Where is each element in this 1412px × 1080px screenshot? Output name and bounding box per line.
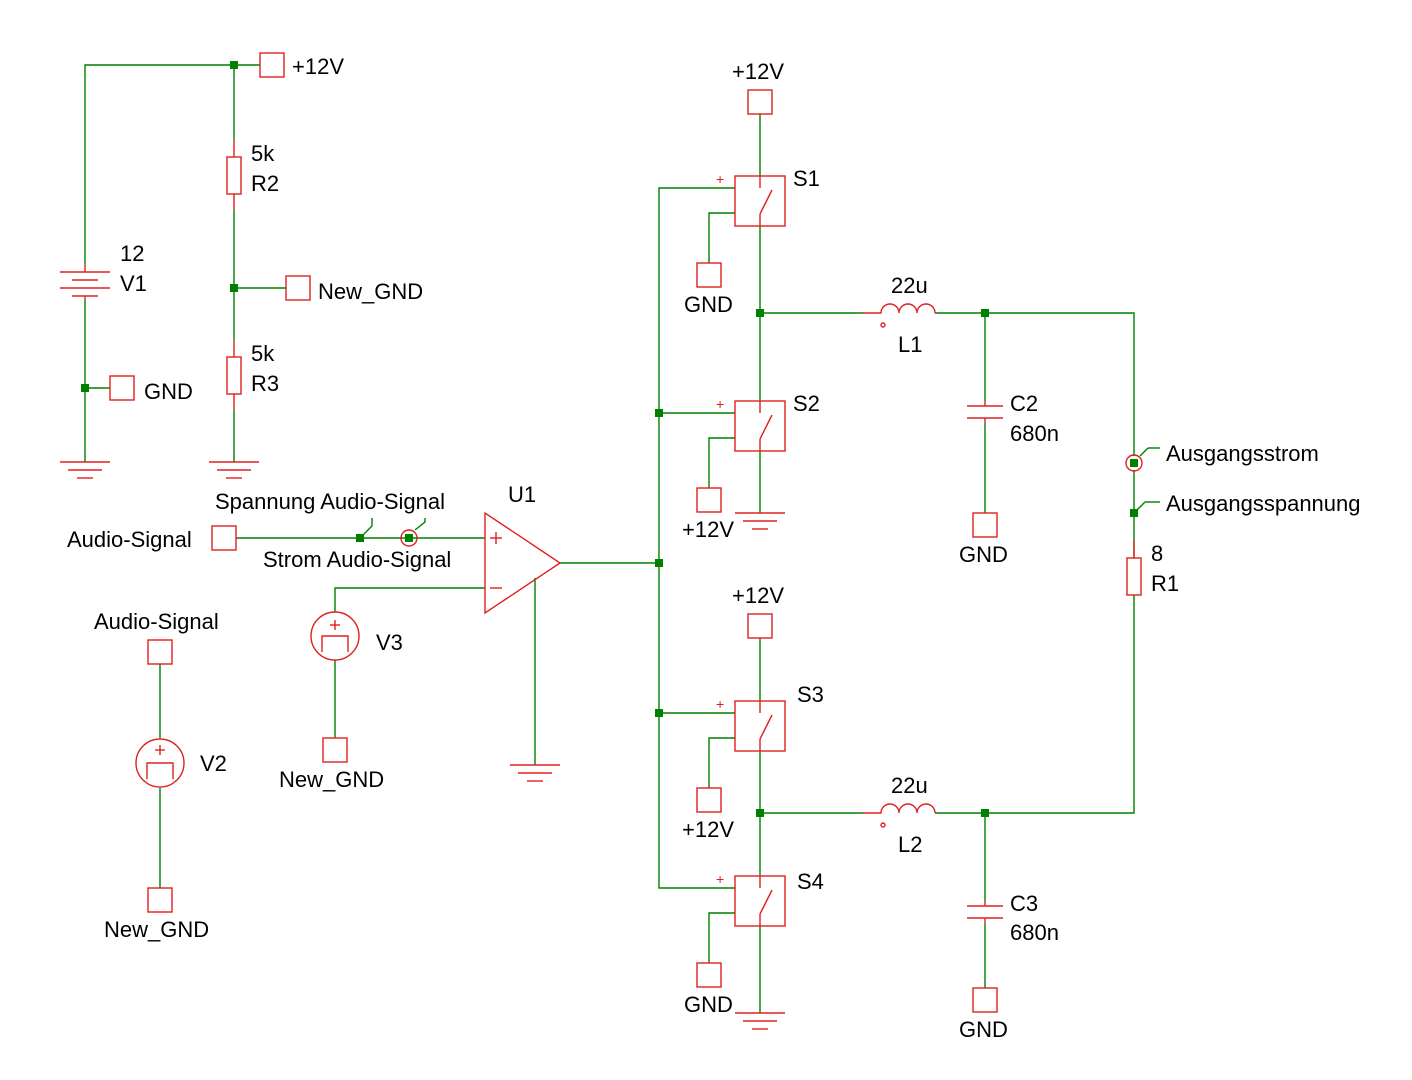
opamp-u1	[484, 511, 562, 615]
wires	[84, 64, 1160, 1013]
label-r3-name: R3	[251, 371, 279, 396]
label-v2: V2	[200, 751, 227, 776]
switch-s1	[734, 175, 786, 227]
capacitor-c2	[967, 401, 1003, 424]
label-l1-name: L1	[898, 332, 922, 357]
label-v1-name: V1	[120, 271, 147, 296]
s3-plus: +	[716, 696, 724, 712]
ground-symbol-r3	[209, 461, 259, 479]
label-c3-value: 680n	[1010, 920, 1059, 945]
label-out-voltage: Ausgangsspannung	[1166, 491, 1361, 516]
ground-symbol-s4	[735, 1012, 785, 1030]
s2-plus: +	[716, 396, 724, 412]
label-s3-ctrl-vcc: +12V	[682, 817, 734, 842]
label-l2-value: 22u	[891, 773, 928, 798]
label-s4-gnd: GND	[684, 992, 733, 1017]
label-c2-value: 680n	[1010, 421, 1059, 446]
resistor-r3	[226, 340, 242, 410]
inductor-l2	[863, 803, 936, 828]
label-spannung-probe: Spannung Audio-Signal	[215, 489, 445, 514]
ground-symbol-u1	[510, 764, 560, 782]
label-s3-vcc: +12V	[732, 583, 784, 608]
label-new-gnd: New_GND	[318, 279, 423, 304]
s1-plus: +	[716, 171, 724, 187]
label-v2-top: Audio-Signal	[94, 609, 219, 634]
port-v3-gnd	[322, 737, 348, 763]
ground-symbol-left	[60, 461, 110, 479]
port-v2-gnd	[147, 887, 173, 913]
pulse-source-v2	[135, 738, 185, 788]
ground-symbol-s2	[735, 512, 785, 530]
label-r2-name: R2	[251, 171, 279, 196]
port-s4-gnd	[696, 962, 722, 988]
label-r1-name: R1	[1151, 571, 1179, 596]
junction-nodes	[81, 61, 1138, 817]
label-u1: U1	[508, 482, 536, 507]
label-s3: S3	[797, 682, 824, 707]
label-r3-value: 5k	[251, 341, 275, 366]
port-s1-vcc	[747, 89, 773, 115]
switch-s3	[734, 700, 786, 752]
pulse-source-v3	[310, 611, 360, 661]
port-audio-in	[211, 525, 237, 551]
label-l1-value: 22u	[891, 273, 928, 298]
port-c3-gnd	[972, 987, 998, 1013]
port-c2-gnd	[972, 512, 998, 538]
label-strom-probe: Strom Audio-Signal	[263, 547, 451, 572]
port-s3-vcc	[747, 613, 773, 639]
port-s3-ctrl-vcc	[696, 787, 722, 813]
label-l2-name: L2	[898, 832, 922, 857]
label-v2-gnd: New_GND	[104, 917, 209, 942]
s4-plus: +	[716, 871, 724, 887]
port-vcc-top	[259, 52, 285, 78]
label-v1-value: 12	[120, 241, 144, 266]
resistor-r2	[226, 140, 242, 210]
resistor-r1	[1126, 540, 1142, 596]
port-v2-top	[147, 639, 173, 665]
label-audio-in: Audio-Signal	[67, 527, 192, 552]
inductor-l1	[863, 303, 936, 328]
port-s2-vcc	[696, 487, 722, 513]
label-v3: V3	[376, 630, 403, 655]
switch-s4	[734, 875, 786, 927]
port-gnd-left	[109, 375, 135, 401]
label-c2-name: C2	[1010, 391, 1038, 416]
label-s2-vcc: +12V	[682, 517, 734, 542]
label-s1-vcc: +12V	[732, 59, 784, 84]
label-c3-gnd: GND	[959, 1017, 1008, 1042]
label-v3-gnd: New_GND	[279, 767, 384, 792]
port-s1-gnd	[696, 262, 722, 288]
label-c2-gnd: GND	[959, 542, 1008, 567]
label-c3-name: C3	[1010, 891, 1038, 916]
label-r2-value: 5k	[251, 141, 275, 166]
current-probe-output	[1125, 454, 1143, 472]
label-gnd-left: GND	[144, 379, 193, 404]
label-s2: S2	[793, 391, 820, 416]
port-new-gnd	[285, 275, 311, 301]
label-out-current: Ausgangsstrom	[1166, 441, 1319, 466]
switch-s2	[734, 400, 786, 452]
label-s4: S4	[797, 869, 824, 894]
capacitor-c3	[967, 901, 1003, 924]
current-probe-audio	[400, 529, 418, 547]
label-vcc-top: +12V	[292, 54, 344, 79]
battery-v1	[60, 264, 110, 300]
label-s1-gnd: GND	[684, 292, 733, 317]
label-s1: S1	[793, 166, 820, 191]
label-r1-value: 8	[1151, 541, 1163, 566]
